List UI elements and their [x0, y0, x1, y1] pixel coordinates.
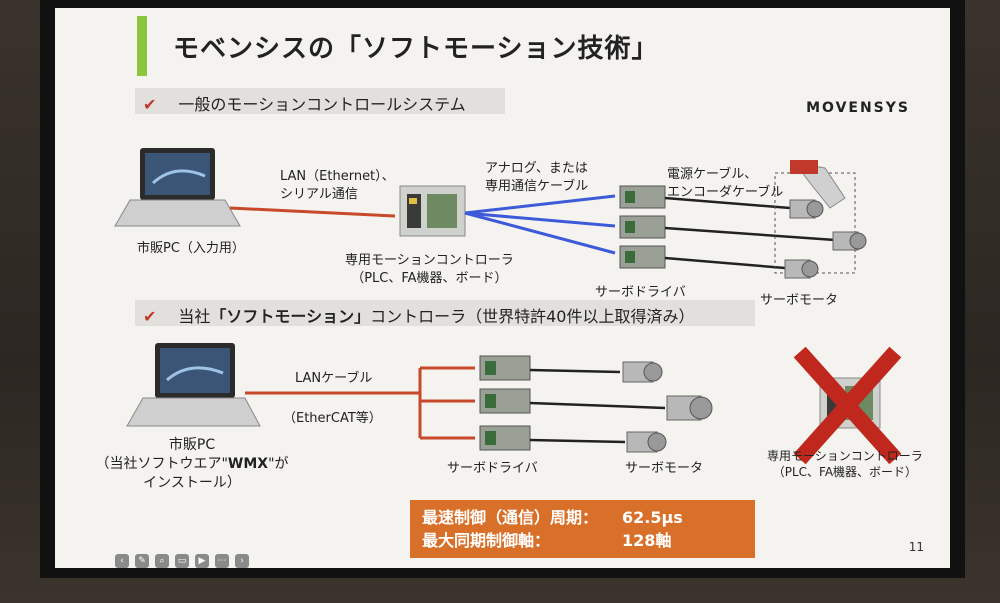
zoom-icon[interactable]: ⌕ [155, 554, 169, 568]
company-logo: MOVENSYS [806, 100, 910, 116]
spec-cycle-value: 62.5μs [622, 508, 683, 527]
s2-motor-label: サーボモータ [625, 461, 704, 476]
motor-lines [529, 368, 666, 444]
laptop-icon [126, 343, 261, 427]
s1-analog-label: アナログ、または 専用通信ケーブル [485, 161, 589, 194]
servo-driver-icon [479, 355, 531, 451]
s2-crossed-controller-label: 専用モーションコントローラ （PLC、FA機器、ボード） [767, 449, 923, 480]
spec-box: 最速制御（通信）周期： 62.5μs 最大同期制御軸： 128軸 [410, 500, 755, 558]
lan-bus [245, 366, 475, 440]
section1-heading: ✔一般のモーションコントロールシステム [143, 95, 466, 114]
section1-band [135, 88, 505, 114]
servo-motor-icon [784, 199, 867, 279]
spec-cycle-key: 最速制御（通信）周期： [422, 508, 599, 527]
s2-lan-label: LANケーブル [295, 371, 373, 386]
check-icon: ✔ [143, 95, 157, 114]
controller-icon [399, 185, 466, 237]
diagram [114, 148, 902, 465]
lan-line [229, 206, 396, 218]
pen-icon[interactable]: ✎ [135, 554, 149, 568]
title-accent-bar [137, 16, 147, 76]
s1-pc-label: 市販PC（入力用） [137, 241, 245, 256]
section2-band [135, 300, 755, 326]
s2-driver-label: サーボドライバ [447, 461, 538, 476]
next-slide-icon[interactable]: › [235, 554, 249, 568]
previous-slide-icon[interactable]: ‹ [115, 554, 129, 568]
s2-pc-label: 市販PC （当社ソフトウエア"WMX"が インストール） [95, 437, 289, 491]
s2-ethercat-label: （EtherCAT等） [283, 411, 382, 426]
section2-heading: ✔当社「ソフトモーション」コントローラ（世界特許40件以上取得済み） [143, 307, 695, 326]
slide-title: モベンシスの「ソフトモーション技術」 [173, 34, 659, 64]
slide: モベンシスの「ソフトモーション技術」 MOVENSYS ✔一般のモーションコント… [55, 8, 950, 568]
laptop-icon [114, 148, 241, 227]
s1-motor-label: サーボモータ [760, 293, 839, 308]
subtitles-icon[interactable]: ▭ [175, 554, 189, 568]
s1-driver-label: サーボドライバ [595, 285, 686, 300]
power-lines [664, 196, 836, 270]
s1-lan-label: LAN（Ethernet）、 シリアル通信 [280, 169, 395, 202]
section2-heading-bold: 「ソフトモーション」 [210, 307, 371, 326]
spec-axes-key: 最大同期制御軸： [422, 531, 551, 551]
spec-axes-value: 128軸 [622, 531, 672, 551]
s1-controller-label: 専用モーションコントローラ （PLC、FA機器、ボード） [345, 253, 514, 286]
s1-power-label: 電源ケーブル、 エンコーダケーブル [667, 167, 784, 200]
servo-driver-icon [619, 185, 666, 269]
camera-icon[interactable]: ▶ [195, 554, 209, 568]
more-options-icon[interactable]: ⋯ [215, 554, 229, 568]
check-icon: ✔ [143, 307, 157, 326]
page-number: 11 [908, 540, 924, 554]
robot-arm-icon [774, 160, 856, 274]
presentation-toolbar: ‹ ✎ ⌕ ▭ ▶ ⋯ › [115, 554, 249, 568]
cross-mark-icon [793, 346, 902, 465]
servo-motor-icon [622, 361, 713, 453]
analog-lines [464, 194, 616, 255]
